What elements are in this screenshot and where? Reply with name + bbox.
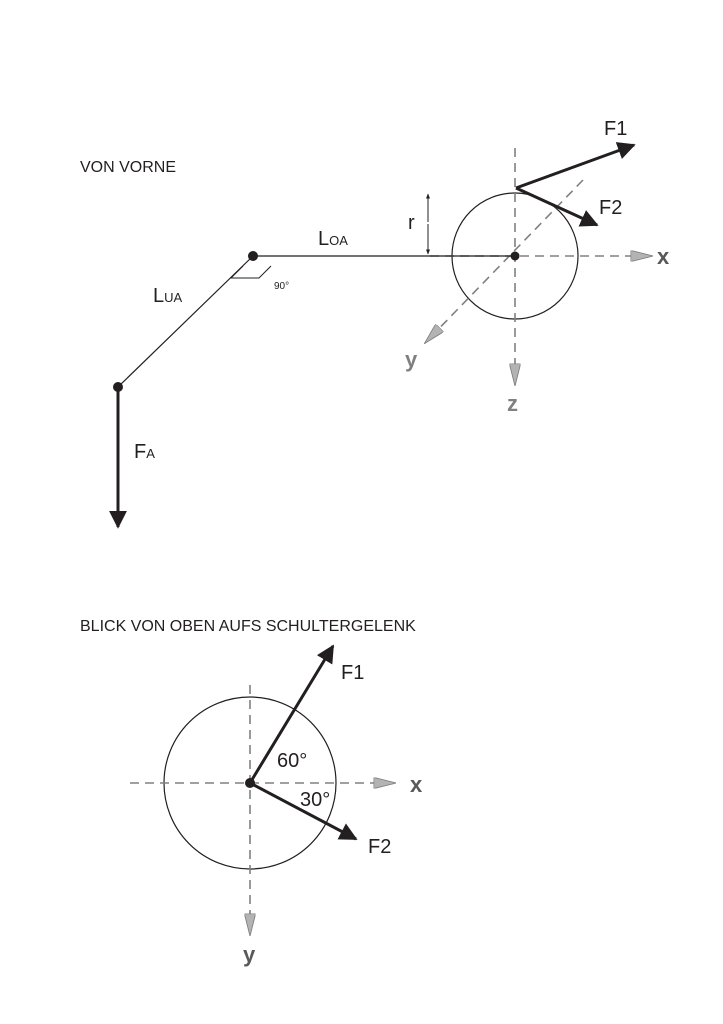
top-force-2-arrow	[249, 781, 358, 841]
elbow-joint	[248, 251, 258, 261]
radius-label: r	[408, 212, 415, 234]
top-view: BLICK VON OBEN AUFS SCHULTERGELENK x y F…	[80, 618, 423, 967]
force-a-label: FA	[134, 441, 155, 463]
right-angle-label: 90°	[274, 281, 289, 292]
z-axis-label: z	[507, 391, 518, 416]
front-view: VON VORNE x y z 90° FA LOA LUA r	[80, 118, 670, 529]
top-view-heading: BLICK VON OBEN AUFS SCHULTERGELENK	[80, 618, 416, 635]
top-y-axis-label: y	[243, 942, 256, 967]
lower-arm-label: LUA	[153, 285, 183, 307]
force-2-arrow	[515, 186, 599, 227]
angle-60-label: 60°	[277, 750, 307, 772]
force-1-label: F1	[604, 118, 627, 140]
force-1-arrow	[515, 142, 636, 190]
angle-30-label: 30°	[300, 789, 330, 811]
top-force-1-label: F1	[341, 662, 364, 684]
shoulder-center	[510, 251, 520, 261]
top-x-axis-label: x	[410, 772, 423, 797]
x-axis-label: x	[657, 244, 670, 269]
front-view-heading: VON VORNE	[80, 159, 176, 176]
right-angle-marker	[229, 265, 272, 279]
top-force-1-arrow	[248, 644, 335, 784]
upper-arm-label: LOA	[318, 228, 348, 250]
y-axis-label: y	[405, 347, 418, 372]
force-2-label: F2	[599, 197, 622, 219]
top-shoulder-center	[245, 778, 255, 788]
top-force-2-label: F2	[368, 836, 391, 858]
